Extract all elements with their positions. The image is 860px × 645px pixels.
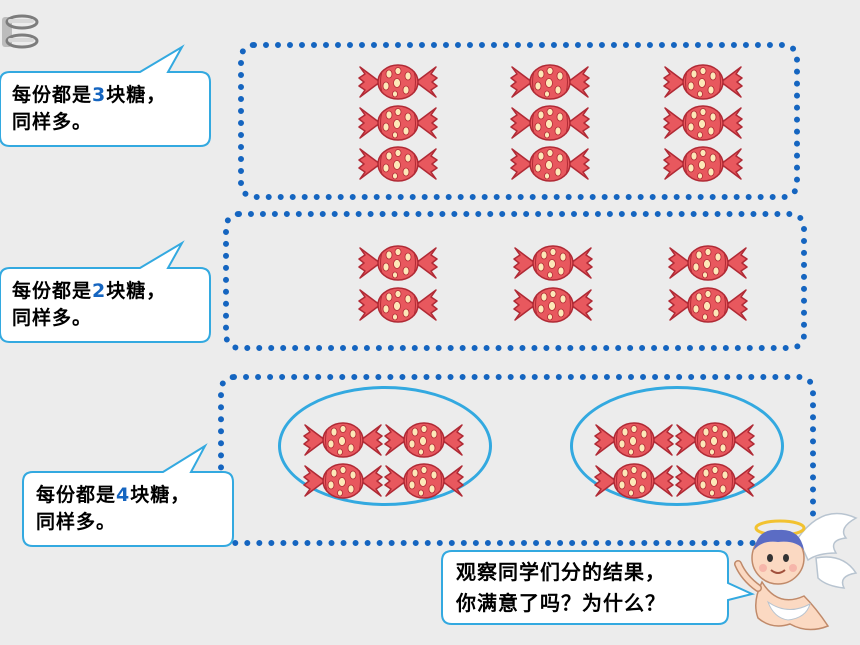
callout-line2: 同样多。 — [12, 307, 93, 329]
callout-text-3: 每份都是4块糖， 同样多。 — [36, 482, 190, 536]
binder-rings-icon — [2, 14, 39, 49]
callout-prefix: 每份都是 — [12, 84, 93, 106]
callout-line2: 同样多。 — [12, 111, 93, 133]
callout-prefix: 每份都是 — [36, 484, 117, 506]
speech-text: 观察同学们分的结果， 你满意了吗？为什么？ — [456, 557, 666, 619]
speech-line1: 观察同学们分的结果， — [456, 560, 666, 584]
speech-bubble — [441, 550, 756, 625]
callout-number: 4 — [116, 484, 131, 506]
group-box-1 — [238, 42, 800, 200]
callout-number: 2 — [92, 280, 107, 302]
callout-number: 3 — [92, 84, 107, 106]
share-oval-2 — [570, 386, 784, 506]
group-box-2 — [223, 211, 807, 351]
share-oval-1 — [278, 386, 492, 506]
callout-text-1: 每份都是3块糖， 同样多。 — [12, 82, 166, 136]
callout-suffix: 块糖， — [130, 484, 191, 506]
speech-line2: 你满意了吗？为什么？ — [456, 591, 666, 615]
callout-suffix: 块糖， — [106, 280, 167, 302]
callout-prefix: 每份都是 — [12, 280, 93, 302]
callout-text-2: 每份都是2块糖， 同样多。 — [12, 278, 166, 332]
callout-bubble-2 — [0, 240, 211, 343]
callout-bubble-1 — [0, 44, 211, 147]
angel-icon — [734, 512, 858, 631]
group-box-3 — [218, 374, 816, 546]
callout-suffix: 块糖， — [106, 84, 167, 106]
callout-bubble-3 — [22, 443, 234, 547]
callout-line2: 同样多。 — [36, 511, 117, 533]
